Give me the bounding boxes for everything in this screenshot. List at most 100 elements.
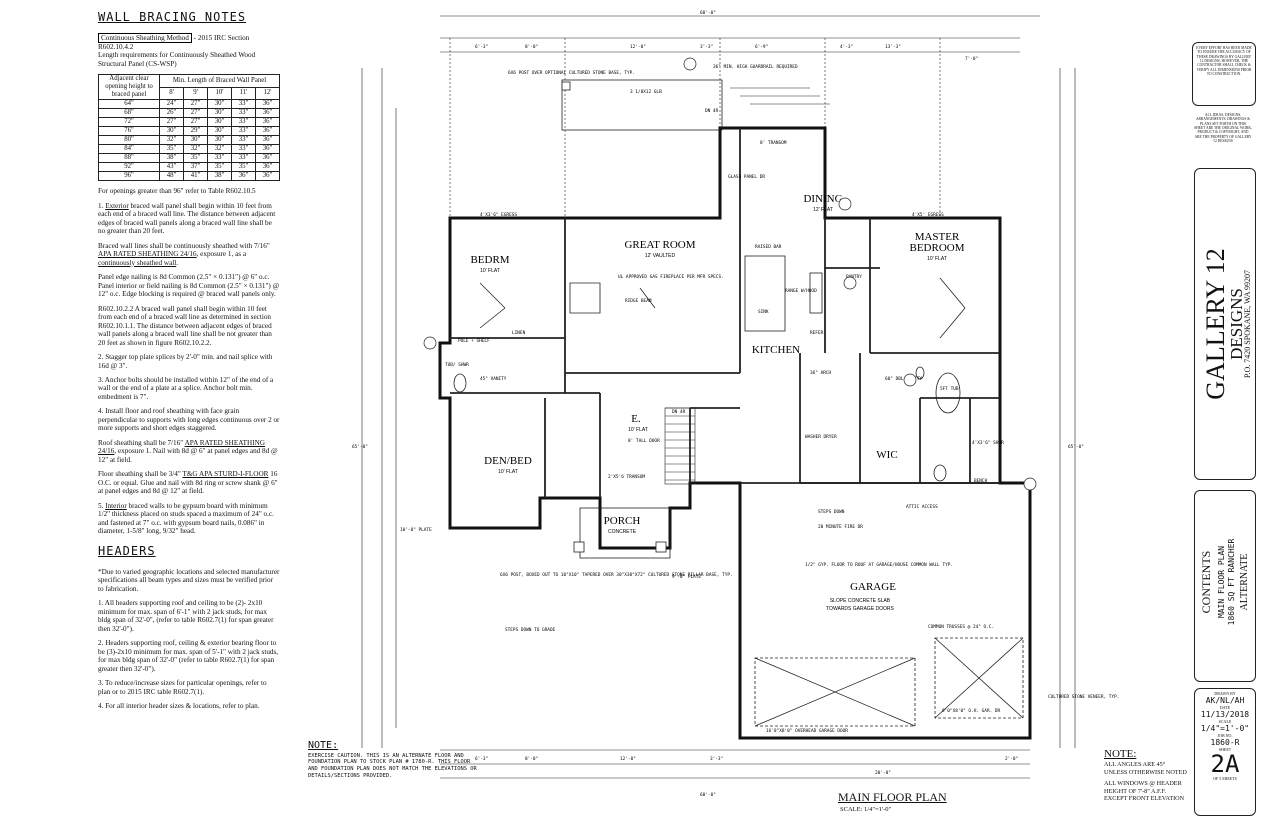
dim-depth: 65'-0" <box>352 444 368 450</box>
table-cell: 41" <box>183 171 208 182</box>
scale-label: SCALE <box>1218 719 1232 724</box>
angle-note-line-4: HEIGHT OF 7'-8" A.F.F. <box>1104 787 1167 795</box>
table-cell: 38" <box>159 153 184 164</box>
table-cell: 36" <box>255 108 280 119</box>
label-vanity-1: 45" VANITY <box>480 376 507 382</box>
room-den: DEN/BED <box>484 455 532 467</box>
label-range: RANGE W/HOOD <box>785 288 817 294</box>
label-pole-shelf: POLE + SHELF <box>458 338 490 344</box>
angle-note-line-3: ALL WINDOWS @ HEADER <box>1104 780 1182 788</box>
label-oh-door-2: 9'0"X8'0" O.H. GAR. DR <box>942 708 1001 714</box>
angle-note-title: NOTE: <box>1104 748 1137 760</box>
note-6: 3. Anchor bolts should be installed with… <box>98 376 274 401</box>
table-cell: 33" <box>231 144 256 155</box>
table-rows: 64"24"27"30"33"36"68"26"27"30"33"36"72"2… <box>98 99 280 182</box>
room-great: GREAT ROOM <box>624 239 695 251</box>
table-cell: 80" <box>98 135 160 146</box>
table-head-left: Adjacent clear opening height to braced … <box>98 74 160 101</box>
dim-top-0: 6'-3" <box>475 44 488 50</box>
room-garage: GARAGE <box>850 581 896 593</box>
table-cell: 24" <box>159 99 184 110</box>
table-cell: 33" <box>231 117 256 128</box>
room-bedrm-ceiling: 10' FLAT <box>480 268 500 274</box>
room-dining: DINING <box>803 193 842 205</box>
label-veneer: CULTURED STONE VENEER, TYP. <box>1048 694 1119 700</box>
room-entry-ceiling: 10' FLAT <box>628 427 648 433</box>
dim-top-7: 7'-0" <box>965 56 978 62</box>
label-tall-door: 8' TALL DOOR <box>628 438 660 444</box>
table-cell: 36" <box>255 144 280 155</box>
label-post-top: 6X6 POST OVER OPTIONAL CULTURED STONE BA… <box>508 70 635 76</box>
contents-1: MAIN FLOOR PLAN <box>1217 545 1226 619</box>
angle-note-line-5: EXCEPT FRONT ELEVATION <box>1104 794 1185 802</box>
table-cell: 33" <box>231 135 256 146</box>
col-11: 11' <box>231 86 256 101</box>
note-9: Floor sheathing shall be 3/4" T&G APA ST… <box>98 470 278 496</box>
label-transom: 8' TRANSOM <box>760 140 787 146</box>
dim-bot-4: 20'-0" <box>875 770 891 776</box>
label-refer: REFER <box>810 330 824 336</box>
angle-note-line-2: UNLESS OTHERWISE NOTED <box>1104 768 1187 776</box>
table-cell: 36" <box>255 117 280 128</box>
dim-bot-5: 2'-0" <box>1005 756 1018 762</box>
table-cell: 30" <box>207 108 232 119</box>
note-2: Braced wall lines shall be continuously … <box>98 241 270 267</box>
room-porch-surface: CONCRETE <box>608 529 637 535</box>
plan-caution-text: EXERCISE CAUTION. THIS IS AN ALTERNATE F… <box>308 752 477 779</box>
disclaimer-text: EVERY EFFORT HAS BEEN MADE TO ENSURE THE… <box>1196 46 1252 76</box>
col-9: 9' <box>183 86 208 101</box>
dim-top-4: 6'-9" <box>755 44 768 50</box>
drawn-label: DRAWN BY <box>1214 691 1236 696</box>
label-fireplace: UL APPROVED GAS FIREPLACE PER MFR SPECS. <box>618 274 724 280</box>
table-cell: 32" <box>159 135 184 146</box>
dim-total-bottom: 60'-0" <box>700 792 716 798</box>
room-wic: WIC <box>876 449 897 461</box>
table-cell: 27" <box>159 117 184 128</box>
plan-scale: SCALE: 1/4"=1'-0" <box>840 806 892 813</box>
table-cell: 36" <box>255 135 280 146</box>
label-pantry: PANTRY <box>846 274 862 280</box>
room-great-ceiling: 12' VAULTED <box>645 253 676 259</box>
label-transom-2: 2'X5'6 TRANSOM <box>608 474 645 480</box>
plan-title: MAIN FLOOR PLAN <box>838 790 947 804</box>
note-10: 5. Interior braced walls to be gypsum bo… <box>98 501 274 536</box>
label-washer: WASHER DRYER <box>805 434 837 440</box>
drawn-value: AK/NL/AH <box>1205 696 1245 705</box>
job-value: 1860-R <box>1210 738 1240 747</box>
table-cell: 30" <box>183 135 208 146</box>
note-5: 2. Stagger top plate splices by 2'-0" mi… <box>98 353 273 370</box>
table-cell: 38" <box>207 171 232 182</box>
method-label: Continuous Sheathing Method <box>98 33 192 44</box>
label-gyp: 1/2" GYP. FLOOR TO ROOF AT GARAGE/HOUSE … <box>805 562 953 568</box>
table-cell: 33" <box>231 126 256 137</box>
table-cell: 48" <box>159 171 184 182</box>
table-cell: 30" <box>207 135 232 146</box>
table-row: 76"30"29"30"33"36" <box>98 126 280 137</box>
table-cell: 35" <box>159 144 184 155</box>
dim-top-2: 12'-0" <box>630 44 646 50</box>
room-den-ceiling: 10' FLAT <box>498 469 518 475</box>
bracing-table: Adjacent clear opening height to braced … <box>98 74 280 182</box>
label-vanity-2: 60" DBL VANITY <box>885 376 922 382</box>
label-common-trusses: COMMON TRUSSES @ 24" O.C. <box>928 624 994 630</box>
angle-note-line-1: ALL ANGLES ARE 45° <box>1104 761 1166 769</box>
garage-sub-2: TOWARDS GARAGE DOORS <box>826 606 894 612</box>
note-8: Roof sheathing shall be 7/16" APA RATED … <box>98 438 278 464</box>
table-cell: 84" <box>98 144 160 155</box>
table-cell: 26" <box>159 108 184 119</box>
dim-top-5: 4'-3" <box>840 44 853 50</box>
wall-bracing-notes: WALL BRACING NOTES Continuous Sheathing … <box>98 10 280 717</box>
label-tub: TUB/ SHWR <box>445 362 469 368</box>
label-oh-door-1: 16'0"X8'0" OVERHEAD GARAGE DOOR <box>766 728 848 734</box>
table-cell: 30" <box>207 126 232 137</box>
dim-bot-2: 12'-0" <box>620 756 636 762</box>
plan-caution-title: NOTE: <box>308 740 339 751</box>
dim-top-6: 13'-3" <box>885 44 901 50</box>
contents-3: ALTERNATE <box>1239 553 1250 611</box>
table-row: 84"35"32"32"33"36" <box>98 144 280 155</box>
room-bedrm: BEDRM <box>470 254 509 266</box>
note-3: Panel edge nailing is 8d Common (2.5" × … <box>98 273 280 299</box>
title-block: EVERY EFFORT HAS BEEN MADE TO ENSURE THE… <box>1190 40 1258 818</box>
label-dn: DN 4R <box>705 108 719 114</box>
table-row: 80"32"30"30"33"36" <box>98 135 280 146</box>
